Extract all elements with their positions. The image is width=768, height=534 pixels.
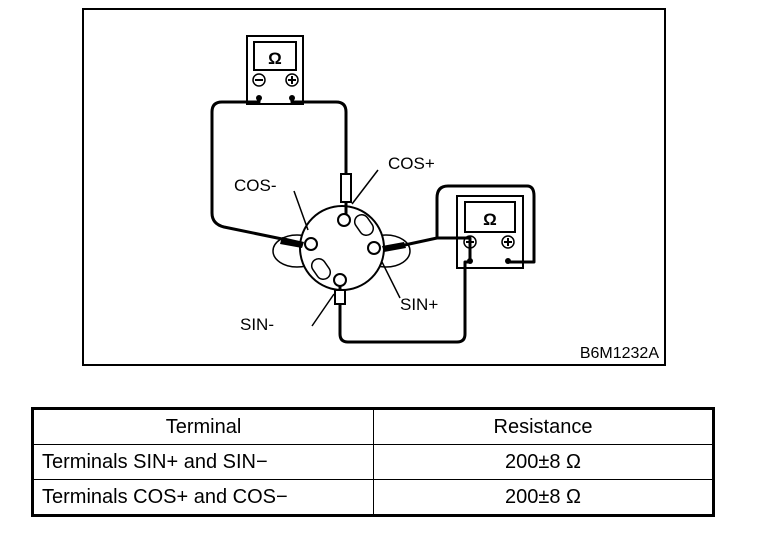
table-row: Terminals COS+ and COS− 200±8 Ω bbox=[32, 479, 714, 516]
diagram-frame bbox=[82, 8, 666, 366]
figure-code: B6M1232A bbox=[580, 345, 659, 362]
ohm-symbol-icon: Ω bbox=[268, 49, 282, 68]
resistance-cell: 200±8 Ω bbox=[373, 479, 714, 516]
table-header-row: Terminal Resistance bbox=[32, 408, 714, 445]
column-header-resistance: Resistance bbox=[373, 408, 714, 445]
wiring-diagram: Ω Ω bbox=[82, 8, 666, 366]
table-row: Terminals SIN+ and SIN− 200±8 Ω bbox=[32, 444, 714, 480]
label-cos-minus: COS- bbox=[234, 176, 277, 195]
test-leads bbox=[210, 96, 536, 344]
terminal-cos-minus bbox=[304, 237, 318, 251]
probe-tips bbox=[280, 173, 406, 305]
terminal-cell: Terminals COS+ and COS− bbox=[32, 479, 374, 516]
label-cos-plus: COS+ bbox=[388, 154, 435, 173]
connector bbox=[272, 205, 411, 291]
terminal-cos-plus bbox=[337, 213, 351, 227]
terminal-sin-plus bbox=[367, 241, 381, 255]
ohmmeter-top: Ω bbox=[246, 35, 304, 105]
resistance-table: Terminal Resistance Terminals SIN+ and S… bbox=[31, 407, 715, 517]
ohmmeter-right: Ω bbox=[456, 195, 524, 269]
column-header-terminal: Terminal bbox=[32, 408, 374, 445]
terminal-cell: Terminals SIN+ and SIN− bbox=[32, 444, 374, 480]
leader-lines bbox=[293, 169, 401, 327]
label-sin-plus: SIN+ bbox=[400, 295, 438, 314]
ohm-symbol-icon: Ω bbox=[483, 210, 497, 229]
resistance-cell: 200±8 Ω bbox=[373, 444, 714, 480]
terminal-sin-minus bbox=[333, 273, 347, 287]
label-sin-minus: SIN- bbox=[240, 315, 274, 334]
